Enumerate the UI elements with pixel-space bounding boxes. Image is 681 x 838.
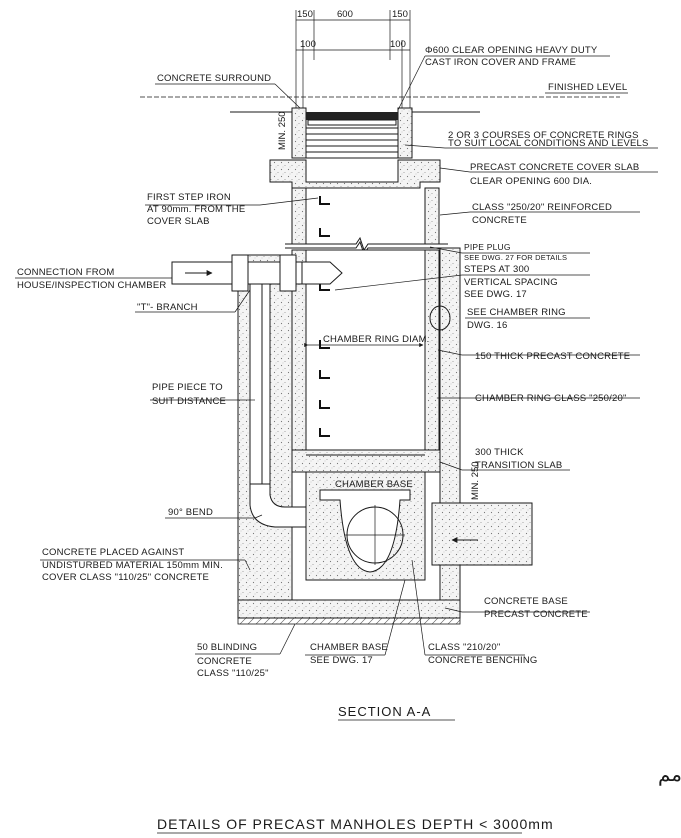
label-finished-level: FINISHED LEVEL (548, 82, 627, 93)
dim-sub-left: 100 (300, 39, 316, 50)
label-see-ring-1: SEE CHAMBER RING (467, 307, 566, 318)
label-cover-slab-2: CLEAR OPENING 600 DIA. (470, 176, 592, 187)
label-connection-1: CONNECTION FROM (17, 267, 114, 278)
label-blinding-1: 50 BLINDING (197, 642, 257, 653)
concrete-base (237, 599, 461, 619)
label-ring-class: CHAMBER RING CLASS "250/20" (475, 393, 627, 404)
adjusting-rings (306, 127, 398, 159)
label-courses-1: 2 OR 3 COURSES OF CONCRETE RINGS (448, 130, 639, 141)
label-base-1: CONCRETE BASE (484, 596, 568, 607)
step-irons (319, 196, 330, 437)
label-first-step-1: FIRST STEP IRON (147, 192, 231, 203)
label-see-ring-2: DWG. 16 (467, 320, 507, 331)
label-courses-2: TO SUIT LOCAL CONDITIONS AND LEVELS (448, 138, 649, 149)
label-pipe-piece-2: SUIT DISTANCE (152, 396, 226, 407)
english-title: DETAILS OF PRECAST MANHOLES DEPTH < 3000… (157, 816, 554, 832)
label-blinding-3: CLASS "110/25" (197, 668, 269, 679)
label-concrete-placed-2: UNDISTURBED MATERIAL 150mm MIN. (42, 560, 223, 571)
outlet-pipe (431, 502, 533, 566)
label-chamber-base: CHAMBER BASE (335, 479, 413, 490)
label-cover-1: Φ600 CLEAR OPENING HEAVY DUTY (425, 45, 598, 56)
dim-sub-right: 100 (390, 39, 406, 50)
label-chamber-base-dwg-2: SEE DWG. 17 (310, 655, 373, 666)
cover-frame (291, 107, 413, 159)
label-first-step-2: AT 90mm. FROM THE (147, 204, 245, 215)
label-150-thick: 150 THICK PRECAST CONCRETE (475, 351, 630, 362)
blinding (237, 617, 461, 625)
label-t-branch: "T"- BRANCH (137, 302, 198, 313)
label-pipe-plug-2: SEE DWG. 27 FOR DETAILS (464, 253, 567, 262)
ring-wall-right (424, 249, 440, 451)
label-benching-1: CLASS "210/20" (428, 642, 500, 653)
label-90-bend: 90° BEND (168, 507, 213, 518)
label-base-2: PRECAST CONCRETE (484, 609, 588, 620)
label-concrete-surround: CONCRETE SURROUND (157, 73, 271, 84)
label-cover-slab-1: PRECAST CONCRETE COVER SLAB (470, 162, 639, 173)
dim-top-left: 150 (297, 9, 313, 20)
break-line (285, 236, 448, 252)
label-transition-2: TRANSITION SLAB (475, 460, 562, 471)
dim-min-250-b: MIN. 250 (470, 461, 481, 500)
cover-slab (269, 159, 441, 189)
section-title: SECTION A-A (338, 704, 431, 719)
transition-slab (291, 449, 441, 473)
label-benching-2: CONCRETE BENCHING (428, 655, 538, 666)
label-transition-1: 300 THICK (475, 447, 524, 458)
label-cover-2: CAST IRON COVER AND FRAME (425, 57, 576, 68)
label-blinding-2: CONCRETE (197, 656, 252, 667)
label-pipe-piece-1: PIPE PIECE TO (152, 382, 223, 393)
label-chamber-ring-diam: CHAMBER RING DIAM. (323, 334, 430, 345)
dim-top-right: 150 (392, 9, 408, 20)
label-steps-2: VERTICAL SPACING (464, 277, 558, 288)
dim-min-250: MIN. 250 (277, 111, 288, 150)
dim-top-mid: 600 (337, 9, 353, 20)
upper-wall-right (424, 187, 440, 245)
label-steps-3: SEE DWG. 17 (464, 289, 527, 300)
leader-lines (15, 55, 658, 656)
label-class-250-1: CLASS "250/20" REINFORCED (472, 202, 612, 213)
label-concrete-placed-3: COVER CLASS "110/25" CONCRETE (42, 572, 209, 583)
label-pipe-plug-1: PIPE PLUG (464, 242, 511, 252)
benching-channel (319, 489, 411, 573)
annotations: CONCRETE SURROUND Φ600 CLEAR OPENING HEA… (17, 45, 649, 679)
top-dimensions: 150 600 150 100 100 (295, 9, 411, 110)
upper-wall-left (291, 187, 307, 245)
label-concrete-placed-1: CONCRETE PLACED AGAINST (42, 547, 184, 558)
label-steps-1: STEPS AT 300 (464, 264, 529, 275)
arabic-title: تفاصيل المناهل مسبقة الصب بعمق اقل من ٣٠… (658, 762, 681, 786)
label-first-step-3: COVER SLAB (147, 216, 210, 227)
ring-detail-marker (429, 305, 451, 331)
label-chamber-base-dwg-1: CHAMBER BASE (310, 642, 388, 653)
label-class-250-2: CONCRETE (472, 215, 527, 226)
label-connection-2: HOUSE/INSPECTION CHAMBER (17, 280, 166, 291)
inlet-connection (171, 254, 343, 528)
